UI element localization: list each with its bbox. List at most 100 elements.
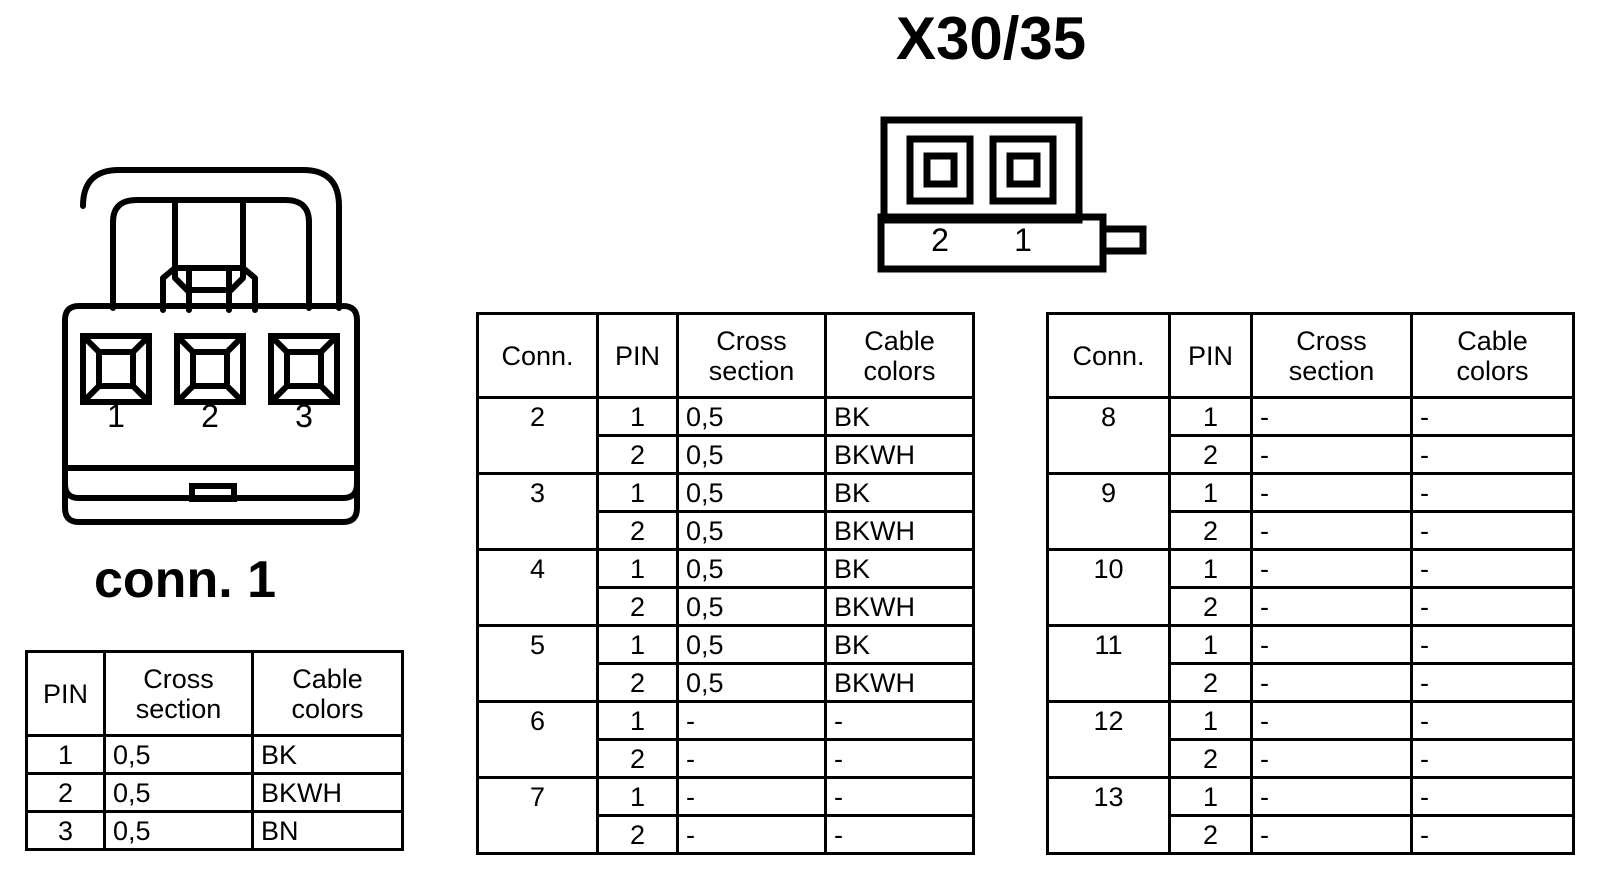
- cell-pin: 2: [1168, 662, 1253, 703]
- header-cross-line1: Cross: [1296, 325, 1367, 356]
- header-cable-line1: Cable: [292, 663, 363, 694]
- cell-cable-colors: -: [1410, 472, 1575, 513]
- cell-cross-section: 0,5: [103, 772, 254, 813]
- cell-pin: 1: [1168, 472, 1253, 513]
- cell-pin: 1: [596, 396, 679, 437]
- cell-cross-section: 0,5: [676, 396, 827, 437]
- cell-conn: [1046, 739, 1171, 779]
- cell-cross-section: -: [1250, 624, 1413, 665]
- cell-cable-colors: -: [1410, 434, 1575, 475]
- cell-conn: 12: [1046, 700, 1171, 740]
- header-cross-line2: section: [135, 693, 222, 724]
- cell-conn: 10: [1046, 548, 1171, 588]
- cell-pin: 1: [1168, 776, 1253, 817]
- pin-label-1: 1: [1014, 222, 1032, 258]
- header-cross-line2: section: [708, 355, 795, 386]
- table-row: 2--: [1046, 738, 1575, 779]
- cell-pin: 1: [596, 700, 679, 741]
- cell-cable-colors: BN: [251, 810, 404, 851]
- cell-pin: 2: [596, 586, 679, 627]
- cell-pin: 1: [1168, 396, 1253, 437]
- cell-conn: 9: [1046, 472, 1171, 512]
- cell-conn: [476, 663, 599, 703]
- cell-conn: 2: [476, 396, 599, 436]
- cell-cable-colors: -: [1410, 700, 1575, 741]
- pin-label-1: 1: [107, 398, 125, 434]
- table-header-row: Conn. PIN Cross section Cable colors: [1046, 312, 1575, 399]
- pin-label-2: 2: [931, 222, 949, 258]
- cell-pin: 2: [1168, 510, 1253, 551]
- header-pin: PIN: [596, 312, 679, 399]
- cell-cross-section: 0,5: [676, 510, 827, 551]
- cell-cross-section: -: [676, 776, 827, 817]
- cell-conn: [1046, 587, 1171, 627]
- cell-pin: 1: [596, 472, 679, 513]
- header-conn-text: Conn.: [1072, 340, 1145, 371]
- header-conn-text: Conn.: [501, 340, 574, 371]
- cell-conn: [1046, 815, 1171, 855]
- cell-conn: 5: [476, 624, 599, 664]
- header-cross-section: Cross section: [1250, 312, 1413, 399]
- cell-pin: 2: [596, 662, 679, 703]
- header-cable-colors: Cable colors: [251, 650, 404, 737]
- cell-conn: 4: [476, 548, 599, 588]
- cell-cross-section: -: [1250, 510, 1413, 551]
- cell-cable-colors: -: [1410, 814, 1575, 855]
- cell-pin: 2: [1168, 586, 1253, 627]
- cell-conn: [1046, 511, 1171, 551]
- cell-cross-section: -: [1250, 586, 1413, 627]
- header-conn: Conn.: [1046, 312, 1171, 399]
- cell-conn: [476, 587, 599, 627]
- cell-conn: [476, 511, 599, 551]
- cell-pin: 1: [25, 734, 106, 775]
- cell-cable-colors: -: [824, 814, 975, 855]
- cell-pin: 2: [596, 510, 679, 551]
- cell-cable-colors: BK: [251, 734, 404, 775]
- cell-cable-colors: -: [824, 738, 975, 779]
- cell-cross-section: -: [1250, 548, 1413, 589]
- table-row: 2--: [476, 738, 975, 779]
- header-cable-colors: Cable colors: [1410, 312, 1575, 399]
- cell-cross-section: 0,5: [676, 472, 827, 513]
- cell-conn: 13: [1046, 776, 1171, 816]
- cell-cable-colors: -: [1410, 662, 1575, 703]
- cell-cable-colors: -: [1410, 510, 1575, 551]
- pin-label-2: 2: [201, 398, 219, 434]
- table-row: 2--: [1046, 814, 1575, 855]
- cell-cable-colors: BKWH: [824, 662, 975, 703]
- conn1-caption: conn. 1: [94, 551, 277, 609]
- cell-conn: [1046, 663, 1171, 703]
- cell-cable-colors: -: [824, 776, 975, 817]
- cell-pin: 1: [1168, 700, 1253, 741]
- connector-3pin-pin-labels: 1 2 3: [55, 398, 375, 442]
- header-pin-text: PIN: [42, 678, 88, 709]
- cell-pin: 2: [596, 738, 679, 779]
- header-cross-section: Cross section: [676, 312, 827, 399]
- cell-cross-section: -: [1250, 738, 1413, 779]
- cell-cross-section: 0,5: [676, 624, 827, 665]
- cell-pin: 1: [596, 548, 679, 589]
- cell-conn: 11: [1046, 624, 1171, 664]
- cell-conn: 6: [476, 700, 599, 740]
- cell-conn: [476, 435, 599, 475]
- page-title: X30/35: [896, 5, 1087, 72]
- header-cable-line2: colors: [863, 355, 936, 386]
- cell-pin: 2: [25, 772, 106, 813]
- cell-pin: 1: [1168, 548, 1253, 589]
- header-cross-line1: Cross: [716, 325, 787, 356]
